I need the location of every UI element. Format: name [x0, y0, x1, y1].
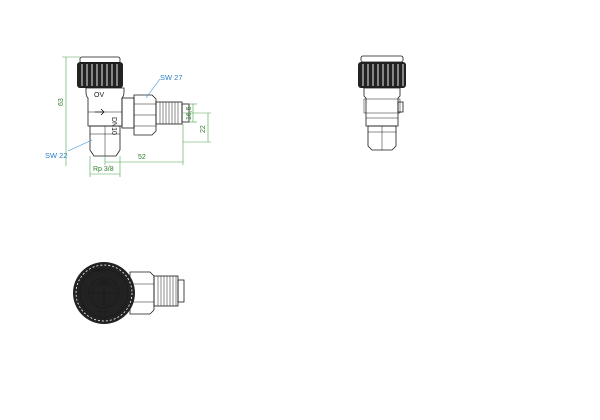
front-valve-body: [363, 87, 401, 127]
leader-label-sw22: SW 22: [45, 151, 68, 160]
valve-front-view: [358, 55, 406, 151]
leader-line-sw27: [145, 78, 161, 99]
inlet-hex-sw22: [89, 125, 121, 157]
flow-arrow-icon: [95, 108, 105, 116]
front-handwheel-cap: [358, 62, 406, 88]
dimension-63: 63: [58, 56, 80, 166]
svg-text:22: 22: [200, 125, 207, 133]
top-union-nut: [129, 271, 155, 315]
valve-side-view: OV DN10 SW 27 SW 22 63 16,5 22: [45, 56, 211, 177]
dimension-22: 22: [183, 112, 211, 143]
svg-text:Rp 3/8: Rp 3/8: [93, 166, 114, 173]
svg-text:63: 63: [58, 98, 65, 106]
dimension-52: 52: [104, 124, 184, 165]
leader-label-sw27: SW 27: [160, 73, 183, 82]
ring-mark-bottom: OV: [100, 316, 107, 321]
ring-mark-mid: AV 9: [97, 309, 107, 314]
union-nut-sw27: [133, 94, 157, 136]
ring-mark-top: MM±12: [93, 268, 108, 273]
dimension-rp-thread: Rp 3/8: [89, 156, 121, 177]
leader-line-sw22: [67, 139, 93, 152]
svg-text:52: 52: [138, 154, 146, 161]
dial-arrow-icon: [97, 280, 111, 288]
valve-body: [85, 87, 125, 127]
setting-dial: [88, 277, 120, 309]
front-inlet-hex: [367, 125, 397, 151]
body-mark-dn: DN10: [110, 117, 117, 135]
handwheel-cap: [77, 62, 123, 88]
body-mark-ov: OV: [94, 92, 104, 99]
handwheel-knurling: [81, 64, 118, 86]
valve-top-view: MM±12 AV 9 OV: [73, 262, 185, 324]
